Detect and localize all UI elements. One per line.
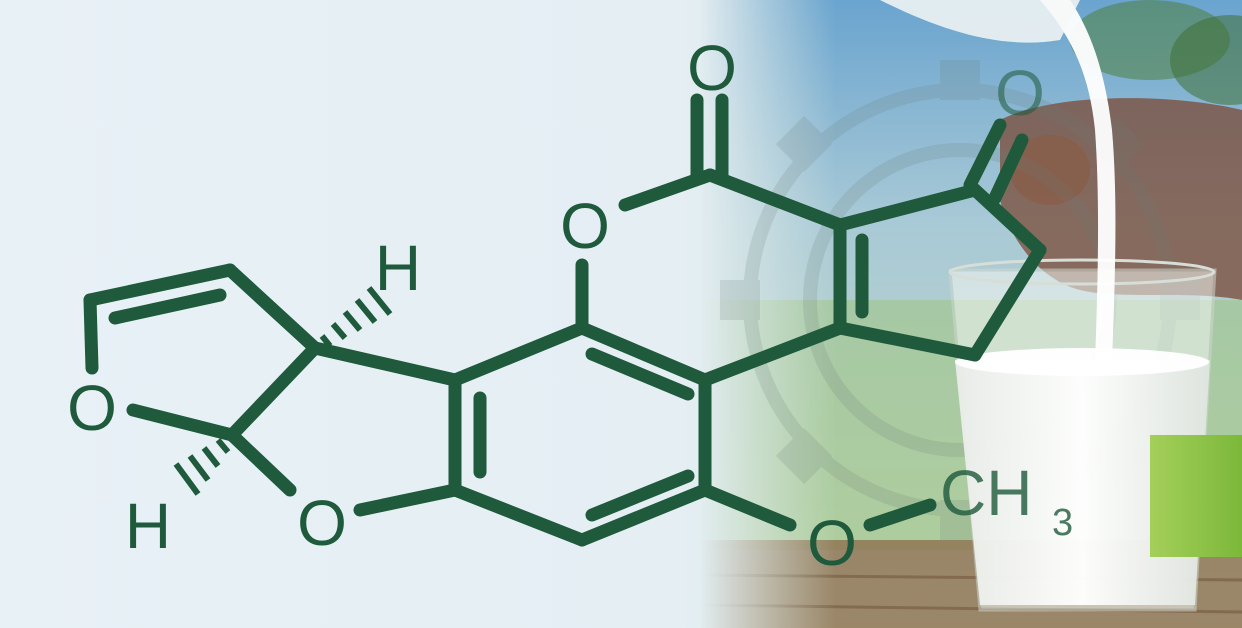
atom-o-furan-left: O: [67, 372, 117, 444]
milk-glass: [948, 258, 1217, 612]
atom-ch3: CH: [940, 457, 1032, 529]
atom-h-top: H: [375, 232, 421, 304]
atom-o-methoxy: O: [807, 507, 857, 579]
stereo-wedge-top: [319, 286, 393, 348]
atom-ch3-subscript: 3: [1052, 502, 1073, 544]
stereo-wedge-bottom: [173, 438, 231, 496]
atom-o-furan-bottom: O: [297, 487, 347, 559]
milk-pitcher: [880, 0, 1080, 43]
atom-h-bottom: H: [125, 490, 171, 562]
atom-o-ketone: O: [995, 57, 1045, 129]
atom-o-carbonyl: O: [687, 32, 737, 104]
molecule-structure: [83, 93, 1047, 547]
green-accent-box: [1150, 435, 1242, 557]
atom-o-ring-top: O: [560, 190, 610, 262]
milk-stream: [1040, 0, 1116, 362]
